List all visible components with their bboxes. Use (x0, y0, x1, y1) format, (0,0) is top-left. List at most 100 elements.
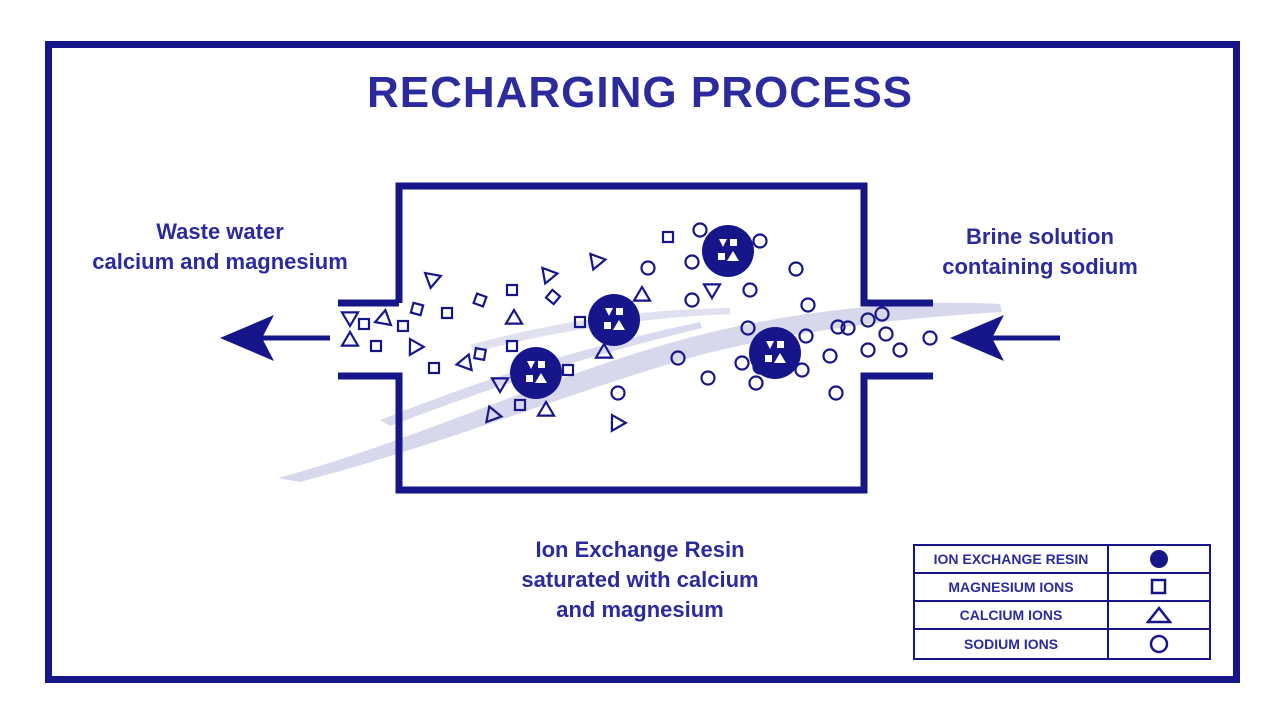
resin-bead (749, 327, 801, 379)
sodium-ion (788, 261, 804, 277)
calcium-ion (490, 377, 510, 395)
magnesium-ion (409, 301, 425, 317)
resin-bead (702, 225, 754, 277)
resin-calcium-mark (774, 353, 786, 363)
inflow-arrow (950, 315, 1060, 361)
calcium-ion (423, 271, 443, 291)
resin-calcium-mark (527, 361, 535, 369)
resin-calcium-mark (766, 341, 774, 349)
magnesium-ion (544, 288, 562, 306)
sodium-ion (878, 326, 894, 342)
calcium-ion (340, 311, 360, 329)
diagram-title: RECHARGING PROCESS (366, 68, 914, 117)
resin-calcium-mark (605, 308, 613, 316)
brine-solution-label: Brine solution containing sodium (942, 224, 1138, 279)
calcium-ion (702, 283, 722, 301)
sodium-ion (840, 320, 856, 336)
calcium-ion (594, 341, 614, 359)
sodium-ion (684, 254, 700, 270)
calcium-ion (588, 252, 608, 272)
sodium-ion (740, 320, 756, 336)
legend-row-resin: ION EXCHANGE RESIN (915, 546, 1209, 574)
flow-streak-3 (470, 308, 730, 352)
calcium-ion (454, 352, 474, 372)
calcium-ion (340, 329, 360, 347)
legend-label: MAGNESIUM IONS (915, 574, 1109, 600)
sodium-ion (798, 328, 814, 344)
outflow-arrow (220, 315, 330, 361)
sodium-ion (748, 375, 764, 391)
sodium-ion (794, 362, 810, 378)
calcium-ion (504, 307, 524, 325)
resin-calcium-mark (535, 373, 547, 383)
flow-streak (278, 302, 1002, 482)
sodium-ion (860, 342, 876, 358)
resin-calcium-mark (727, 251, 739, 261)
magnesium-ion (357, 317, 371, 331)
calcium-ion (408, 337, 426, 357)
legend-label: ION EXCHANGE RESIN (915, 546, 1109, 572)
triangle-icon (1109, 602, 1209, 628)
sodium-ion (830, 319, 846, 335)
legend-row-calcium: CALCIUM IONS (915, 602, 1209, 630)
resin-magnesium-mark (604, 322, 611, 329)
resin-magnesium-mark (765, 355, 772, 362)
sodium-ion (670, 350, 686, 366)
legend-label: SODIUM IONS (915, 630, 1109, 658)
flow-streak-2 (380, 322, 702, 426)
resin-bead (510, 347, 562, 399)
calcium-ion (373, 307, 393, 327)
sodium-ion (822, 348, 838, 364)
resin-bead (588, 294, 640, 346)
waste-water-label: Waste water calcium and magnesium (92, 219, 348, 274)
sodium-ion (800, 297, 816, 313)
square-icon (1109, 574, 1209, 600)
calcium-ion (484, 404, 504, 424)
calcium-ion (610, 413, 628, 433)
resin-magnesium-mark (777, 341, 784, 348)
calcium-ion (540, 266, 560, 286)
sodium-ion (684, 292, 700, 308)
resin-magnesium-mark (730, 239, 737, 246)
magnesium-ion (472, 346, 488, 362)
resin-calcium-mark (613, 320, 625, 330)
magnesium-ion (472, 292, 488, 308)
sodium-ion (922, 330, 938, 346)
magnesium-ion (427, 361, 441, 375)
legend-label: CALCIUM IONS (915, 602, 1109, 628)
sodium-ion (692, 222, 708, 238)
magnesium-ion (505, 283, 519, 297)
filled-circle-icon (1109, 546, 1209, 572)
resin-calcium-mark (719, 239, 727, 247)
magnesium-ion (561, 363, 575, 377)
legend-row-sodium: SODIUM IONS (915, 630, 1209, 658)
sodium-ion (610, 385, 626, 401)
circle-icon (1109, 630, 1209, 658)
resin-tank (338, 182, 933, 494)
sodium-ion (752, 233, 768, 249)
calcium-ion (536, 399, 556, 417)
sodium-ion (874, 306, 890, 322)
magnesium-ion (661, 230, 675, 244)
magnesium-ion (505, 339, 519, 353)
sodium-ion (742, 282, 758, 298)
magnesium-ion (369, 339, 383, 353)
magnesium-ion (513, 398, 527, 412)
calcium-ion (632, 284, 652, 302)
resin-magnesium-mark (538, 361, 545, 368)
legend-row-magnesium: MAGNESIUM IONS (915, 574, 1209, 602)
resin-magnesium-mark (718, 253, 725, 260)
sodium-ion (860, 312, 876, 328)
magnesium-ion (440, 306, 454, 320)
magnesium-ion (573, 315, 587, 329)
sodium-ion (892, 342, 908, 358)
resin-magnesium-mark (526, 375, 533, 382)
sodium-ion (640, 260, 656, 276)
sodium-ion (734, 355, 750, 371)
resin-label: Ion Exchange Resin saturated with calciu… (521, 537, 759, 622)
magnesium-ion (396, 319, 410, 333)
sodium-ion (828, 385, 844, 401)
sodium-ion (700, 370, 716, 386)
resin-magnesium-mark (616, 308, 623, 315)
